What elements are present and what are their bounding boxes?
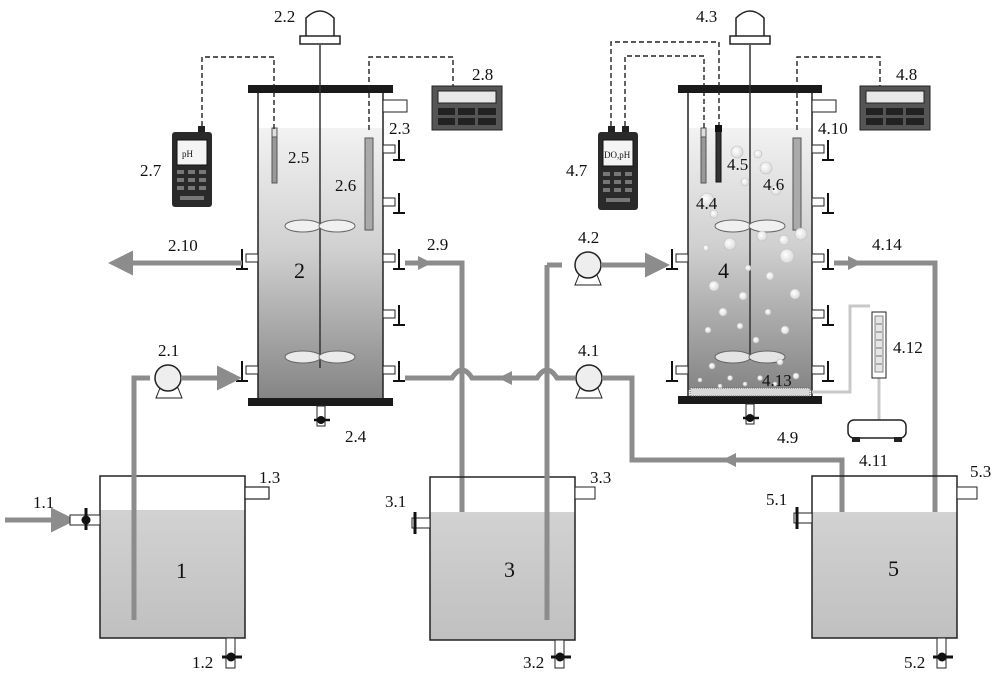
pump-4-1 [575,364,603,399]
label-reactor-2: 2 [294,258,305,283]
flowmeter-4-12 [871,311,887,379]
valve-1-1 [69,508,101,530]
label-4-8: 4.8 [896,65,917,84]
label-1-2: 1.2 [192,653,213,672]
label-4-3: 4.3 [696,7,717,26]
label-5-1: 5.1 [766,490,787,509]
label-4-7: 4.7 [566,161,588,180]
controller-4-8 [859,85,931,131]
label-4-12: 4.12 [893,338,923,357]
label-tank-5: 5 [888,556,899,581]
label-2-7: 2.7 [140,161,162,180]
tank-3 [429,265,596,641]
label-4-9: 4.9 [777,428,798,447]
do-ph-meter-4-7 [598,126,638,210]
label-reactor-4: 4 [718,258,729,283]
label-2-4: 2.4 [345,427,367,446]
label-2-2: 2.2 [274,7,295,26]
valve-1-2 [222,637,242,669]
label-2-6: 2.6 [335,176,356,195]
reactor-2 [236,45,408,427]
label-2-1: 2.1 [158,341,179,360]
tank-1 [99,385,270,639]
label-5-3: 5.3 [970,462,991,481]
label-2-5: 2.5 [288,148,309,167]
label-2-9: 2.9 [427,235,448,254]
label-tank-3: 3 [504,557,515,582]
label-2-8: 2.8 [472,65,493,84]
air-pump-4-11 [847,419,907,442]
motor-2-2 [299,10,341,45]
label-3-2: 3.2 [523,653,544,672]
label-3-3: 3.3 [590,468,611,487]
ph-signal-wire-2 [201,56,275,132]
return-pipe-tank-5 [602,375,845,540]
motor-4-3 [729,10,771,45]
tank-5 [811,475,978,639]
do-ph-meter-screen: DO,pH [604,150,631,160]
label-1-1: 1.1 [33,493,54,512]
valve-5-1 [793,507,813,529]
reactor-2-bottom-flange [248,398,393,406]
temp-signal-wire-4 [796,56,881,130]
label-4-1: 4.1 [578,341,599,360]
label-3-1: 3.1 [385,492,406,511]
pump-2-1 [154,364,183,399]
temp-signal-wire-2 [368,56,454,130]
tank-1-overflow-port [244,486,270,500]
label-4-14: 4.14 [872,235,902,254]
ph-meter-screen: pH [182,149,194,159]
ph-signal-wire-4 [624,55,705,128]
label-4-4: 4.4 [696,194,718,213]
ph-meter-2-7 [172,126,212,207]
do-signal-wire [610,41,720,126]
label-4-5: 4.5 [727,155,748,174]
label-2-10: 2.10 [168,236,198,255]
valve-3-1 [411,512,431,534]
label-4-13: 4.13 [762,371,792,390]
pipe-4-14 [834,260,938,540]
pump-4-2 [574,251,602,286]
label-5-2: 5.2 [904,653,925,672]
valve-5-2 [933,637,953,669]
reactor-4 [666,45,837,425]
air-line-to-diffuser [812,304,870,394]
controller-2-8 [431,85,503,131]
label-2-3: 2.3 [389,119,410,138]
label-4-10: 4.10 [818,119,848,138]
pipe-2-9 [405,260,465,540]
reactor-2-overflow-port [382,99,408,113]
valve-3-2 [551,639,571,669]
label-4-11: 4.11 [859,451,888,470]
label-4-2: 4.2 [578,228,599,247]
label-4-6: 4.6 [763,175,784,194]
label-1-3: 1.3 [259,468,280,487]
label-tank-1: 1 [176,558,187,583]
